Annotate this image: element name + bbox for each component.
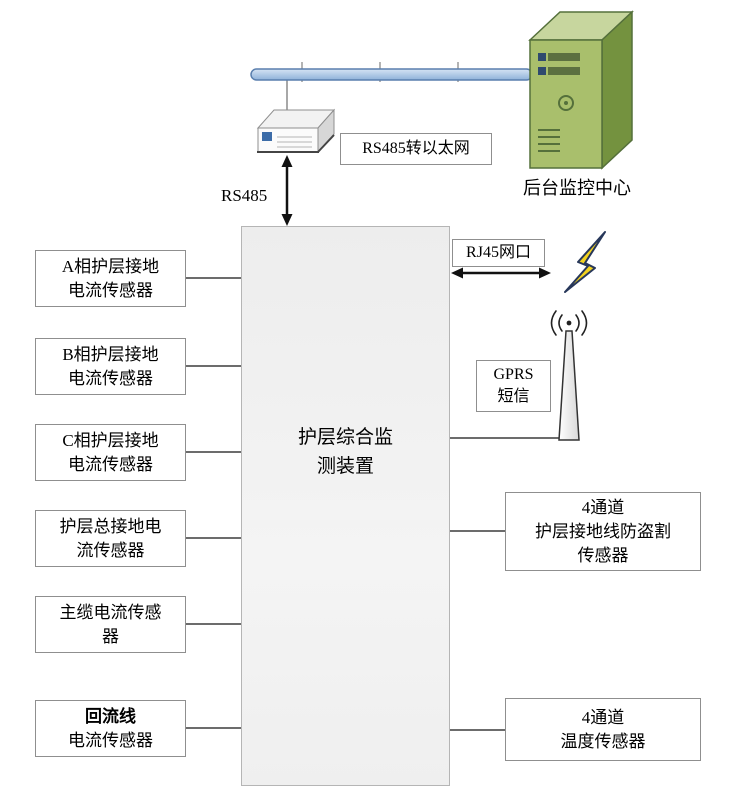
sensor-label-line1: 回流线 (85, 706, 136, 726)
gprs-line2: 短信 (497, 388, 530, 405)
sensor-label-line3: 传感器 (577, 545, 629, 565)
lightning-bolt-icon (564, 231, 606, 293)
sensor-label-line2: 电流传感器 (68, 454, 153, 474)
sensor-label-line1: C相护层接地 (62, 430, 159, 450)
converter-label-box: RS485转以太网 (340, 133, 492, 165)
sensor-label-line1: B相护层接地 (62, 344, 159, 364)
right-sensor-box-anti-theft: 4通道 护层接地线防盗割 传感器 (505, 492, 701, 571)
left-sensor-box-phase-a: A相护层接地 电流传感器 (35, 250, 186, 307)
left-connector-lines (186, 277, 241, 729)
rj45-label-box: RJ45网口 (452, 239, 545, 267)
rj45-label: RJ45网口 (466, 244, 531, 261)
gprs-box: GPRS 短信 (476, 360, 551, 412)
left-sensor-box-main-cable: 主缆电流传感 器 (35, 596, 186, 653)
sensor-label-line2: 温度传感器 (560, 731, 646, 751)
server-label: 后台监控中心 (523, 178, 631, 198)
sensor-label-line1: A相护层接地 (61, 256, 160, 276)
server-tower-icon (528, 10, 634, 170)
rs485-label: RS485 (221, 186, 268, 205)
converter-label: RS485转以太网 (362, 140, 470, 157)
sensor-label-line2: 电流传感器 (68, 730, 153, 750)
sensor-label-line2: 电流传感器 (68, 368, 153, 388)
sensor-label-line2: 电流传感器 (68, 280, 153, 300)
rj45-double-arrow (451, 267, 551, 279)
sensor-label-line2: 流传感器 (76, 540, 145, 560)
central-device-label-line2: 测装置 (316, 456, 374, 477)
sensor-label-line1: 主缆电流传感 (59, 602, 162, 622)
sensor-label-line1: 4通道 (581, 707, 625, 727)
network-bus-icon (250, 62, 533, 82)
central-device-label-line1: 护层综合监 (297, 427, 393, 448)
central-device-label: 护层综合监 测装置 (242, 423, 449, 481)
left-sensor-box-return-line: 回流线 电流传感器 (35, 700, 186, 757)
right-connector-lines (450, 530, 505, 731)
sensor-label-line1: 4通道 (581, 497, 625, 517)
sensor-label-line2: 护层接地线防盗割 (535, 521, 671, 541)
central-device-box: 护层综合监 测装置 (241, 226, 450, 786)
right-sensor-box-temperature: 4通道 温度传感器 (505, 698, 701, 761)
gprs-line1: GPRS (493, 366, 534, 383)
rs485-converter-icon (256, 108, 336, 154)
left-sensor-box-phase-b: B相护层接地 电流传感器 (35, 338, 186, 395)
left-sensor-box-phase-c: C相护层接地 电流传感器 (35, 424, 186, 481)
sensor-label-line1: 护层总接地电 (59, 516, 162, 536)
sensor-label-line2: 器 (102, 626, 119, 646)
rs485-double-arrow (281, 155, 293, 226)
antenna-icon (550, 310, 588, 441)
left-sensor-box-total-ground: 护层总接地电 流传感器 (35, 510, 186, 567)
